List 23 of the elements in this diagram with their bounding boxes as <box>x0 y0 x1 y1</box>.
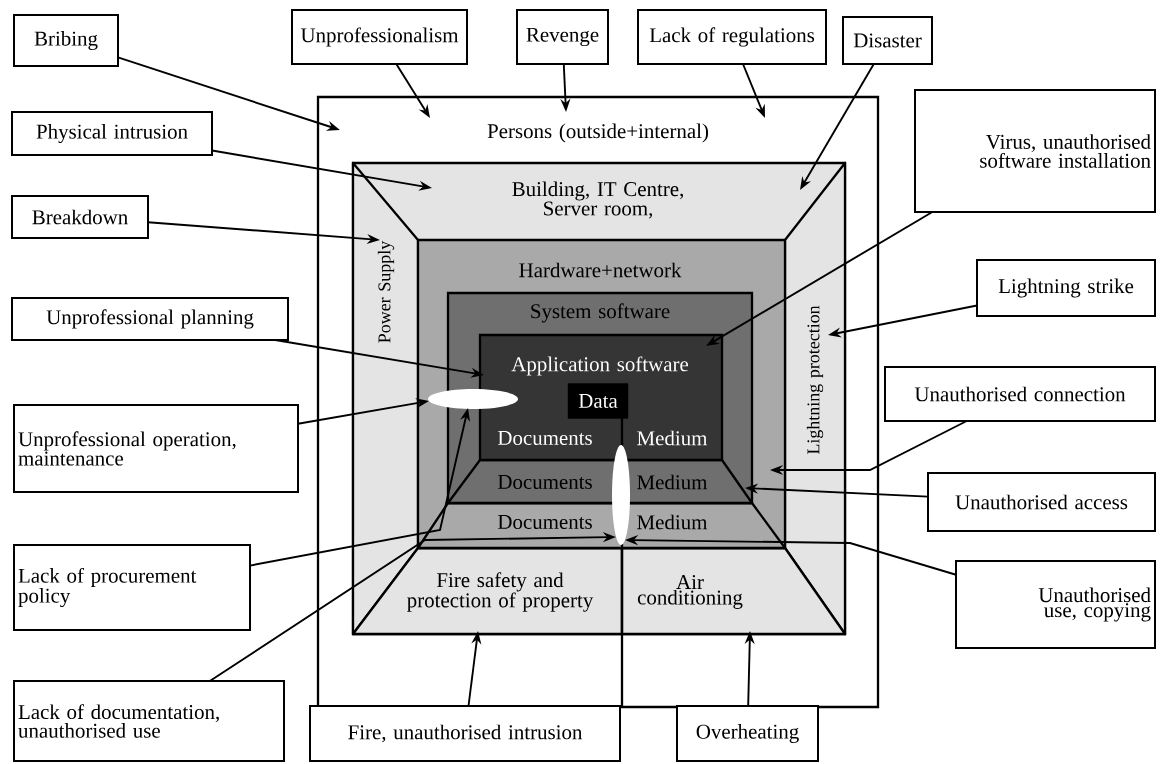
cause-box: Lack of regulations <box>637 9 827 65</box>
cause-box: Virus, unauthorised software installation <box>914 89 1156 213</box>
cause-box: Unprofessionalism <box>291 9 468 65</box>
cause-box: Unprofessional operation, maintenance <box>13 404 299 493</box>
panel-label: Power Supply <box>377 240 395 343</box>
ellipse-marker <box>428 389 518 409</box>
cause-box: Unauthorised connection <box>884 366 1156 422</box>
cause-box: Fire, unauthorised intrusion <box>309 705 621 762</box>
panel-label: Lightning protection <box>806 305 824 455</box>
cause-box: Lack of procurement policy <box>13 544 251 631</box>
cause-box: Revenge <box>516 9 609 65</box>
cause-box: Unauthorised use, copying <box>955 560 1156 649</box>
ellipse-marker <box>612 445 630 545</box>
cause-box: Overheating <box>676 705 819 762</box>
cause-box: Disaster <box>842 16 933 65</box>
cause-box: Unprofessional planning <box>11 297 289 341</box>
data-box: Data <box>567 383 629 419</box>
cause-box: Unauthorised access <box>927 472 1156 532</box>
cause-box: Lack of documentation, unauthorised use <box>13 680 285 762</box>
cause-box: Bribing <box>13 14 119 67</box>
cause-box: Lightning strike <box>976 259 1156 317</box>
cause-box: Breakdown <box>11 195 149 239</box>
cause-box: Physical intrusion <box>11 111 213 156</box>
